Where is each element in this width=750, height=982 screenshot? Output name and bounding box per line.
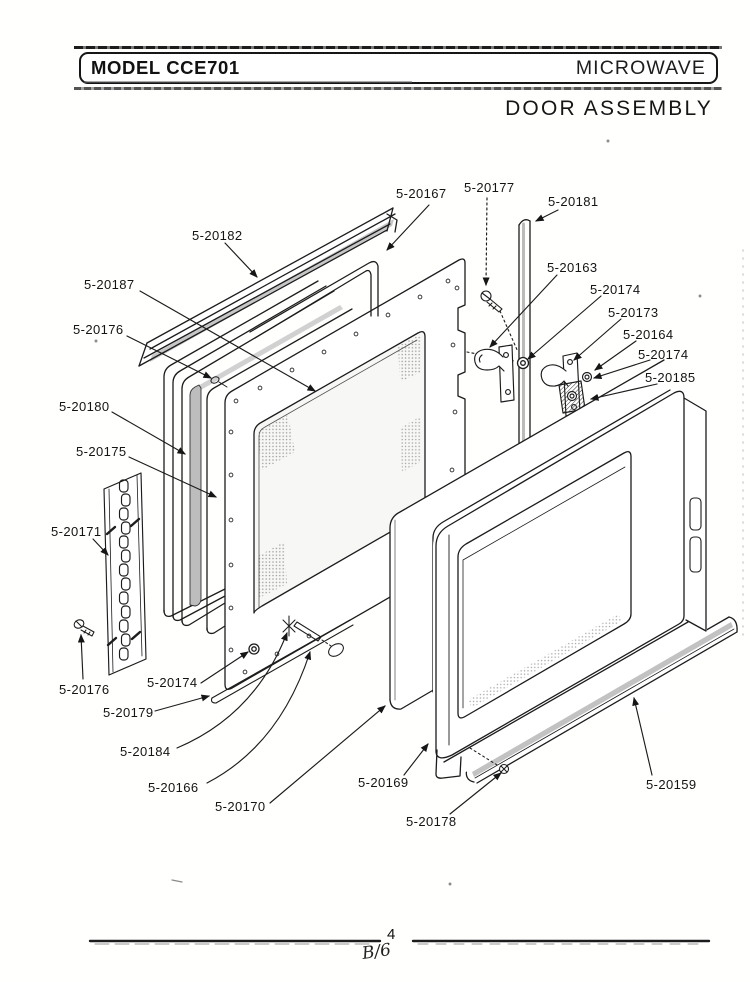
- page-title: DOOR ASSEMBLY: [505, 97, 713, 120]
- part-label-5-20179: 5-20179: [103, 705, 154, 720]
- page-number: 4: [387, 926, 396, 943]
- rod-grommet: [516, 356, 530, 370]
- door-seal-frames: [163, 280, 353, 635]
- latch-hook-left: [474, 344, 515, 403]
- bottom-screw: [469, 747, 510, 775]
- scan-underline-artifact: [84, 81, 412, 83]
- door-handle-slots: [689, 497, 702, 573]
- model-number: MODEL CCE701: [91, 57, 240, 78]
- seal-strip-5-20179: [210, 619, 354, 704]
- latch-rod: [516, 219, 531, 447]
- scan-artifacts: [94, 139, 744, 886]
- part-label-5-20173: 5-20173: [608, 305, 659, 320]
- part-label-5-20181: 5-20181: [548, 194, 599, 209]
- hinge-knuckles: [118, 479, 131, 661]
- part-label-5-20159: 5-20159: [646, 777, 697, 792]
- part-label-5-20174-c: 5-20174: [147, 675, 198, 690]
- part-label-5-20187: 5-20187: [84, 277, 135, 292]
- roller-pin-assembly: [282, 615, 344, 657]
- panel-rivets: [228, 278, 460, 675]
- hinge-slots: [105, 517, 142, 647]
- leader-lines: [77, 197, 658, 815]
- part-label-5-20185: 5-20185: [645, 370, 696, 385]
- header-bottom-rule: [74, 87, 722, 90]
- part-label-5-20180: 5-20180: [59, 399, 110, 414]
- window-opening: [253, 331, 426, 614]
- part-label-5-20177: 5-20177: [464, 180, 515, 195]
- part-label-5-20176-a: 5-20176: [73, 322, 124, 337]
- part-label-5-20169: 5-20169: [358, 775, 409, 790]
- hinge-plate: [103, 472, 147, 676]
- outer-door-panel: [433, 388, 707, 779]
- seal-strip-5-20180: [189, 384, 202, 607]
- retainer-pin: [248, 643, 260, 655]
- footer-rule: [88, 939, 711, 945]
- glass-retainer-frame: [249, 260, 379, 339]
- part-label-5-20166: 5-20166: [148, 780, 199, 795]
- product-category: MICROWAVE: [575, 56, 706, 79]
- part-label-5-20167: 5-20167: [396, 186, 447, 201]
- retainer-clip: [210, 376, 228, 388]
- part-label-5-20171: 5-20171: [51, 524, 102, 539]
- part-label-5-20174-a: 5-20174: [590, 282, 641, 297]
- part-label-5-20170: 5-20170: [215, 799, 266, 814]
- part-label-5-20184: 5-20184: [120, 744, 171, 759]
- part-label-5-20175: 5-20175: [76, 444, 127, 459]
- hinge-screw: [73, 619, 95, 637]
- part-label-5-20163: 5-20163: [547, 260, 598, 275]
- part-label-5-20174-b: 5-20174: [638, 347, 689, 362]
- handwritten-mark: B/6: [360, 940, 393, 964]
- door-foot: [435, 749, 462, 779]
- part-label-5-20178: 5-20178: [406, 814, 457, 829]
- header-box: MODEL CCE701 MICROWAVE: [79, 52, 718, 84]
- door-window-opening: [457, 451, 632, 719]
- part-label-5-20164: 5-20164: [623, 327, 674, 342]
- part-label-5-20176-b: 5-20176: [59, 682, 110, 697]
- part-label-5-20182: 5-20182: [192, 228, 243, 243]
- latch-nut: [581, 371, 593, 383]
- header-top-rule: [74, 46, 722, 49]
